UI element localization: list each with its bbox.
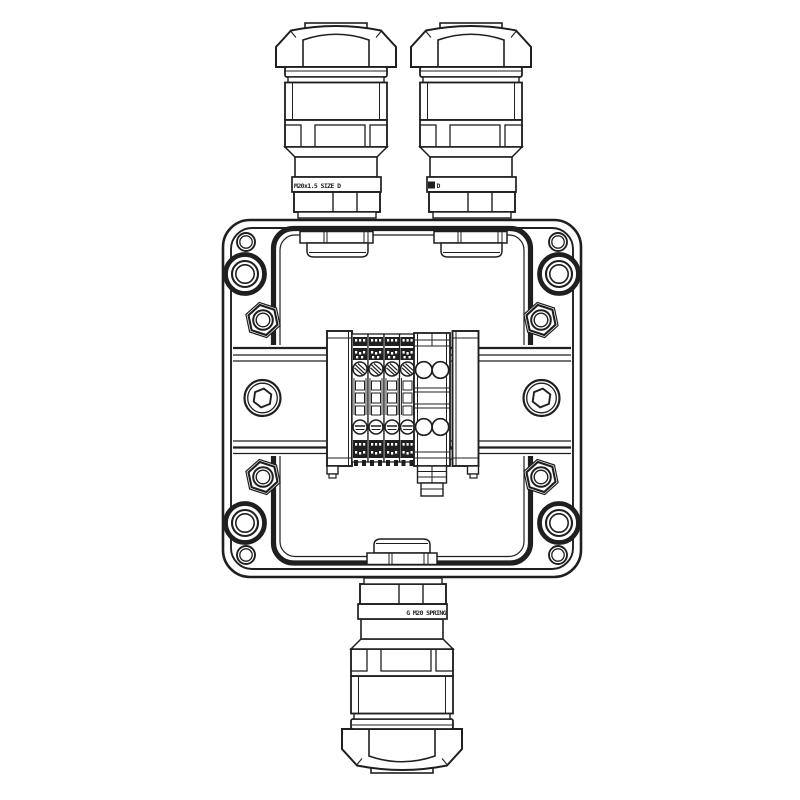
cable-gland-bottom: G M20 SPRING bbox=[341, 577, 463, 774]
cable-gland-top-left: M20x1.5 SIZE D bbox=[275, 22, 397, 219]
lid-screw-lobe-top-right bbox=[537, 252, 581, 296]
terminal-block-2 bbox=[367, 333, 385, 467]
gland-marking-block bbox=[428, 181, 435, 189]
gland-marking-bottom: G M20 SPRING bbox=[406, 609, 446, 617]
corner-screw-holes bbox=[223, 232, 581, 565]
mount-hole-bottom-left bbox=[236, 545, 256, 565]
wide-terminal-block bbox=[413, 332, 459, 497]
cable-entry-boss-bottom bbox=[366, 538, 438, 566]
cable-entry-boss-top-right bbox=[433, 230, 508, 258]
terminal-block-1 bbox=[351, 333, 369, 467]
din-rail-screw-right bbox=[522, 378, 561, 418]
lid-screw-lobe-bottom-left bbox=[223, 501, 267, 545]
mount-hole-bottom-right bbox=[548, 545, 568, 565]
mount-hole-top-left bbox=[236, 232, 256, 252]
terminal-block-3 bbox=[383, 333, 401, 467]
mount-hole-top-right bbox=[548, 232, 568, 252]
terminal-assembly bbox=[326, 330, 480, 497]
lid-screw-lobe-top-left bbox=[223, 252, 267, 296]
narrow-terminal-blocks bbox=[351, 333, 417, 467]
lid-screw-lobe-bottom-right bbox=[537, 501, 581, 545]
gland-marking-top-left: M20x1.5 SIZE D bbox=[294, 182, 341, 190]
end-bracket-right bbox=[451, 330, 480, 479]
gland-marking-top-right: D bbox=[437, 182, 441, 190]
end-bracket-left bbox=[326, 330, 353, 479]
cable-gland-top-right: D bbox=[410, 22, 532, 219]
cable-entry-boss-top-left bbox=[299, 230, 374, 258]
din-rail-screw-left bbox=[243, 378, 282, 418]
